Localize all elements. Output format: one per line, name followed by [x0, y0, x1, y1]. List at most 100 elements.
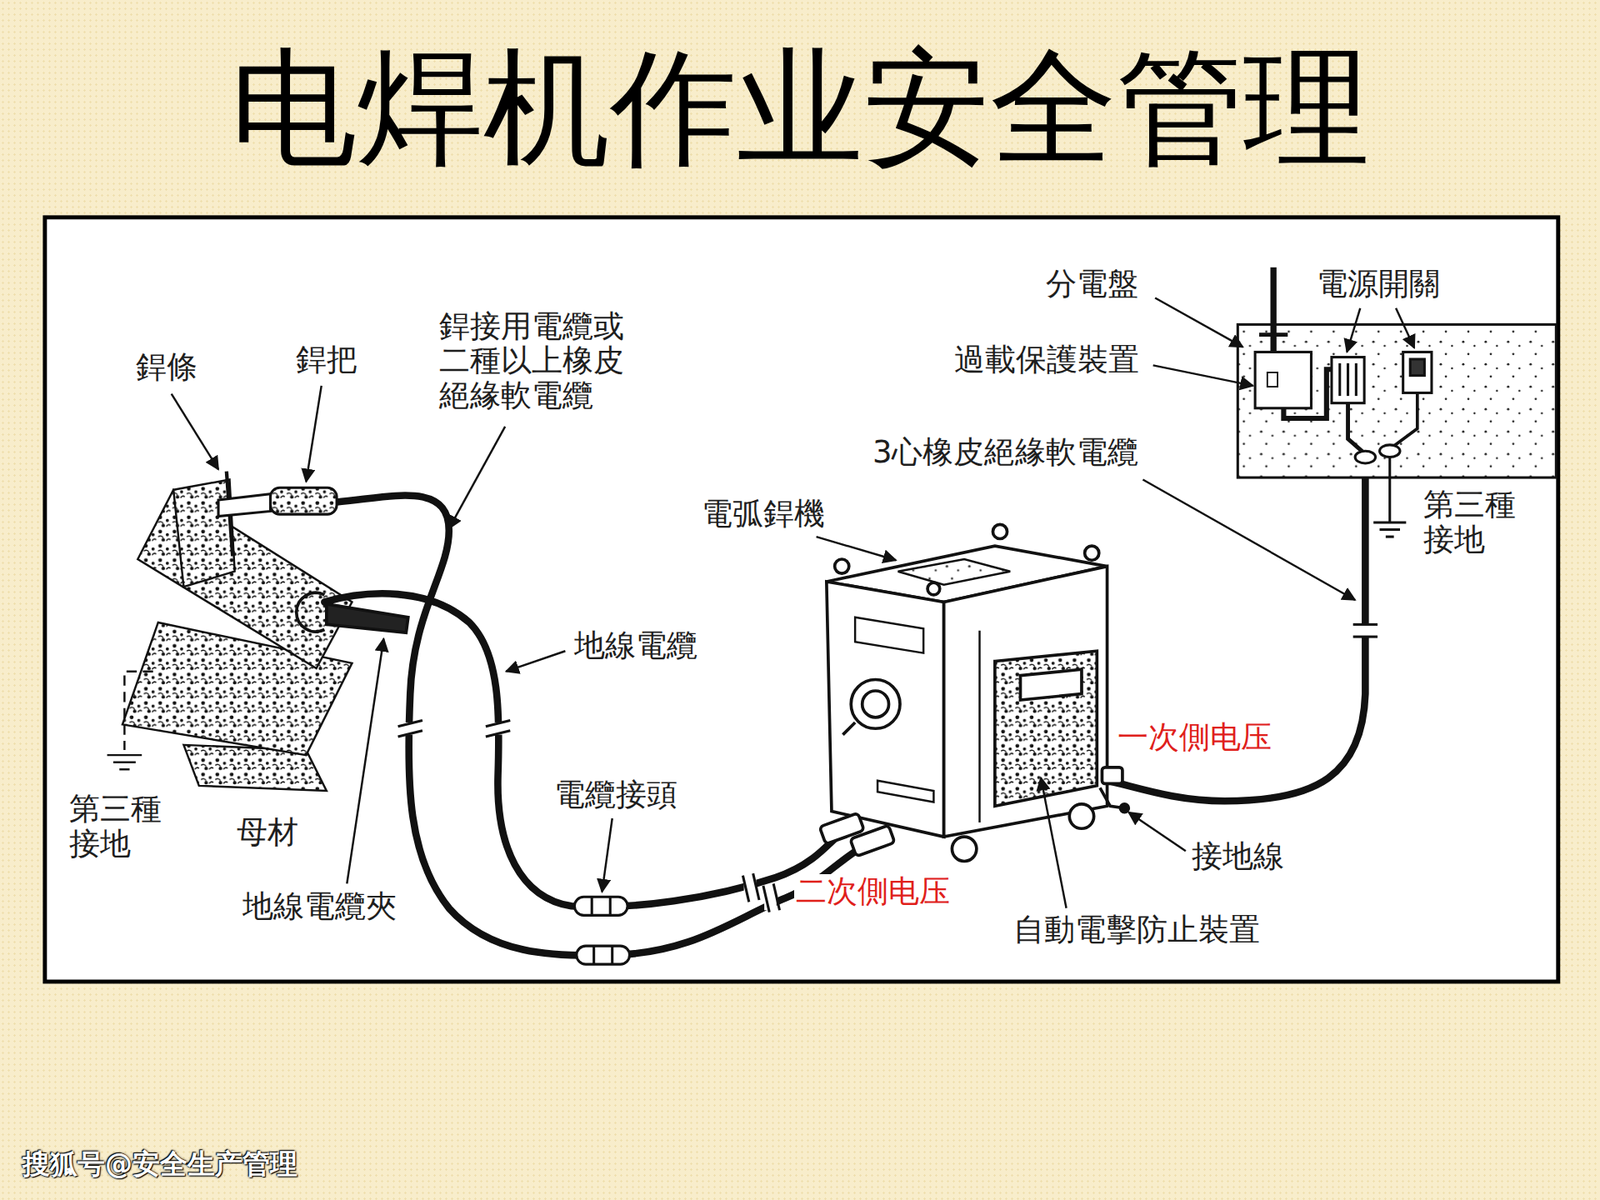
part-label: 電纜接頭 — [552, 777, 680, 812]
cable-connector — [574, 896, 628, 915]
cable-connector — [590, 896, 594, 915]
arc-welding-machine — [855, 617, 924, 654]
ground-clamp — [296, 592, 325, 632]
part-label: 銲把 — [294, 342, 360, 377]
arc-welding-machine — [898, 559, 1011, 585]
distribution-panel — [1346, 363, 1350, 396]
distribution-panel — [1403, 351, 1432, 393]
ground-clamp — [326, 604, 409, 633]
leader-lines — [1153, 365, 1254, 385]
arc-welding-machine — [1085, 545, 1100, 560]
leader-lines — [1128, 812, 1186, 852]
arc-welding-machine — [944, 566, 1108, 837]
arc-welding-machine — [1120, 804, 1129, 813]
electrode-holder — [270, 487, 337, 515]
distribution-panel — [1380, 445, 1400, 458]
leader-lines — [816, 536, 897, 560]
welding-cable — [1107, 464, 1366, 801]
cable-connector — [574, 896, 630, 965]
distribution-panel — [1388, 457, 1391, 523]
distribution-panel — [1270, 267, 1276, 353]
arc-welding-machine — [992, 524, 1007, 539]
welding-cable — [336, 495, 863, 956]
voltage-label: 二次側电压 — [794, 874, 952, 909]
distribution-panel — [1338, 363, 1341, 396]
distribution-panel — [1283, 369, 1337, 419]
leader-lines — [1155, 298, 1243, 348]
leader-lines — [449, 426, 505, 529]
ground-symbol — [107, 754, 143, 756]
part-label: 銲接用電纜或 二種以上橡皮 絕緣軟電纜 — [437, 309, 635, 413]
workpiece — [173, 480, 235, 588]
welding-cable — [324, 593, 839, 907]
arc-welding-machine — [862, 690, 890, 718]
ground-symbol — [119, 768, 130, 770]
cable-break — [1353, 623, 1378, 626]
cable-break — [1355, 624, 1375, 637]
cable-break — [1353, 635, 1378, 639]
cable-break — [763, 885, 770, 913]
page-title: 电焊机作业安全管理 — [0, 41, 1600, 175]
part-label: 地線電纜 — [572, 628, 700, 663]
cable-break — [773, 883, 780, 910]
leader-lines — [1040, 777, 1067, 909]
ground-symbol — [124, 671, 153, 750]
leader-lines — [346, 639, 384, 885]
part-label: 地線電纜夾 — [240, 889, 399, 924]
distribution-panel — [1255, 351, 1311, 408]
arc-welding-machine — [995, 650, 1097, 806]
leader-lines — [171, 394, 219, 470]
ground-symbol — [107, 671, 154, 770]
part-label: 電弧銲機 — [700, 496, 827, 531]
distribution-panel — [1410, 359, 1425, 376]
cable-connector — [592, 945, 595, 965]
part-label: 第三種 接地 — [1421, 487, 1527, 557]
distribution-panel — [1380, 528, 1400, 531]
distribution-panel — [1237, 324, 1556, 478]
arc-welding-machine — [835, 559, 850, 574]
cable-break — [753, 873, 760, 900]
arc-welding-machine — [842, 722, 855, 735]
part-label: 電源開關 — [1315, 266, 1442, 301]
cable-break — [398, 730, 423, 737]
part-label: 銲條 — [134, 350, 200, 385]
leader-lines — [1346, 308, 1360, 353]
leader-lines — [1142, 480, 1355, 600]
distribution-panel — [1373, 520, 1406, 524]
leader-lines — [505, 650, 565, 671]
cable-connector — [609, 896, 612, 915]
part-label: 第三種 接地 — [67, 791, 173, 861]
arc-welding-machine — [850, 825, 895, 856]
diagram-frame — [45, 217, 1559, 982]
arc-welding-machine — [826, 581, 945, 837]
part-label: 接地線 — [1190, 839, 1286, 874]
arc-welding-machine — [850, 680, 900, 730]
cable-break — [485, 730, 510, 737]
ground-clamp — [296, 592, 409, 633]
workpiece — [122, 480, 353, 791]
leader-lines — [171, 298, 1415, 909]
distribution-panel — [1348, 403, 1366, 455]
cable-break — [742, 875, 749, 903]
cable-break — [398, 720, 423, 726]
leader-lines — [601, 818, 612, 892]
leader-lines — [305, 385, 321, 482]
distribution-panel — [1355, 450, 1375, 464]
leader-lines — [1395, 308, 1415, 349]
ground-symbol — [113, 760, 136, 763]
part-label: 分電盤 — [1044, 266, 1140, 301]
part-label: 3心橡皮絕緣軟電纜 — [870, 435, 1141, 470]
workpiece — [137, 490, 352, 669]
cable-connector — [610, 945, 614, 965]
distribution-panel — [1331, 357, 1365, 404]
distribution-panel — [1390, 392, 1418, 449]
arc-welding-machine — [1020, 669, 1081, 700]
arc-welding-machine — [951, 836, 976, 861]
arc-welding-machine — [1101, 767, 1122, 785]
part-label: 自動電擊防止裝置 — [1011, 912, 1262, 947]
electrode-holder — [218, 494, 270, 517]
arc-welding-machine — [877, 780, 934, 803]
distribution-panel — [1259, 332, 1288, 337]
welding-cable — [324, 464, 1365, 956]
